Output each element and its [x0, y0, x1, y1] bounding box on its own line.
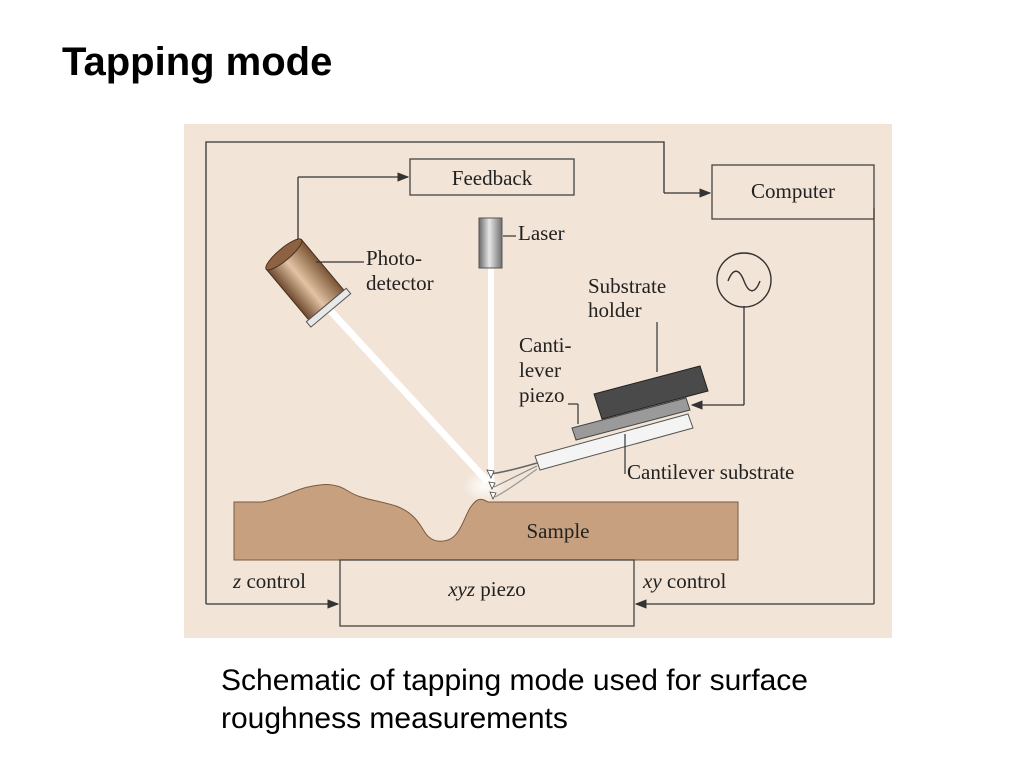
xyz-piezo-label-rest: piezo: [475, 577, 526, 601]
photodetector-label: Photo- detector: [366, 246, 434, 295]
cantilever-piezo-label: Canti- lever piezo: [519, 333, 577, 407]
cantilever-piezo-label-line-1: Canti-: [519, 333, 572, 357]
feedback-label: Feedback: [452, 166, 533, 190]
computer-box: [711, 164, 875, 220]
z-control-label: z control: [232, 569, 306, 593]
feedback-loop-wires: [205, 141, 875, 609]
sample-block: [233, 484, 739, 561]
cantilever-piezo-label-line-3: piezo: [519, 383, 564, 407]
xyz-piezo-label: xyz piezo: [447, 577, 526, 601]
xyz-piezo-box: [339, 559, 635, 627]
photodetector-label-line-1: Photo-: [366, 246, 422, 270]
cantilever-substrate-label: Cantilever substrate: [627, 460, 794, 484]
computer-label: Computer: [751, 179, 835, 203]
substrate-holder-label-line-2: holder: [588, 298, 642, 322]
cantilever-piezo-label-line-2: lever: [519, 358, 561, 382]
slide-title: Tapping mode: [62, 40, 333, 84]
xy-control-label: xy control: [642, 569, 727, 593]
substrate-holder-label-line-1: Substrate: [588, 274, 666, 298]
cantilever-tip: [486, 469, 495, 479]
cantilever-beam: [489, 462, 538, 475]
xy-control-label-italic: xy: [642, 569, 662, 593]
substrate-holder-label: Substrate holder: [588, 274, 671, 322]
cantilever-assembly: [486, 365, 709, 500]
xy-control-label-rest: control: [662, 569, 727, 593]
substrate-holder: [593, 365, 709, 420]
figure-caption: Schematic of tapping mode used for surfa…: [221, 664, 808, 735]
feedback-box: [409, 158, 575, 196]
xyz-piezo-label-italic: xyz: [447, 577, 475, 601]
laser-label: Laser: [518, 221, 565, 245]
laser-source: [478, 217, 503, 269]
sample-label: Sample: [527, 519, 590, 543]
sine-wave-oscillator-icon: [716, 252, 772, 308]
photodetector-label-line-2: detector: [366, 271, 434, 295]
cantilever-piezo: [571, 397, 691, 441]
z-control-label-rest: control: [241, 569, 306, 593]
photodetector: [265, 238, 352, 328]
cantilever-substrate: [534, 413, 694, 471]
z-control-label-italic: z: [232, 569, 241, 593]
